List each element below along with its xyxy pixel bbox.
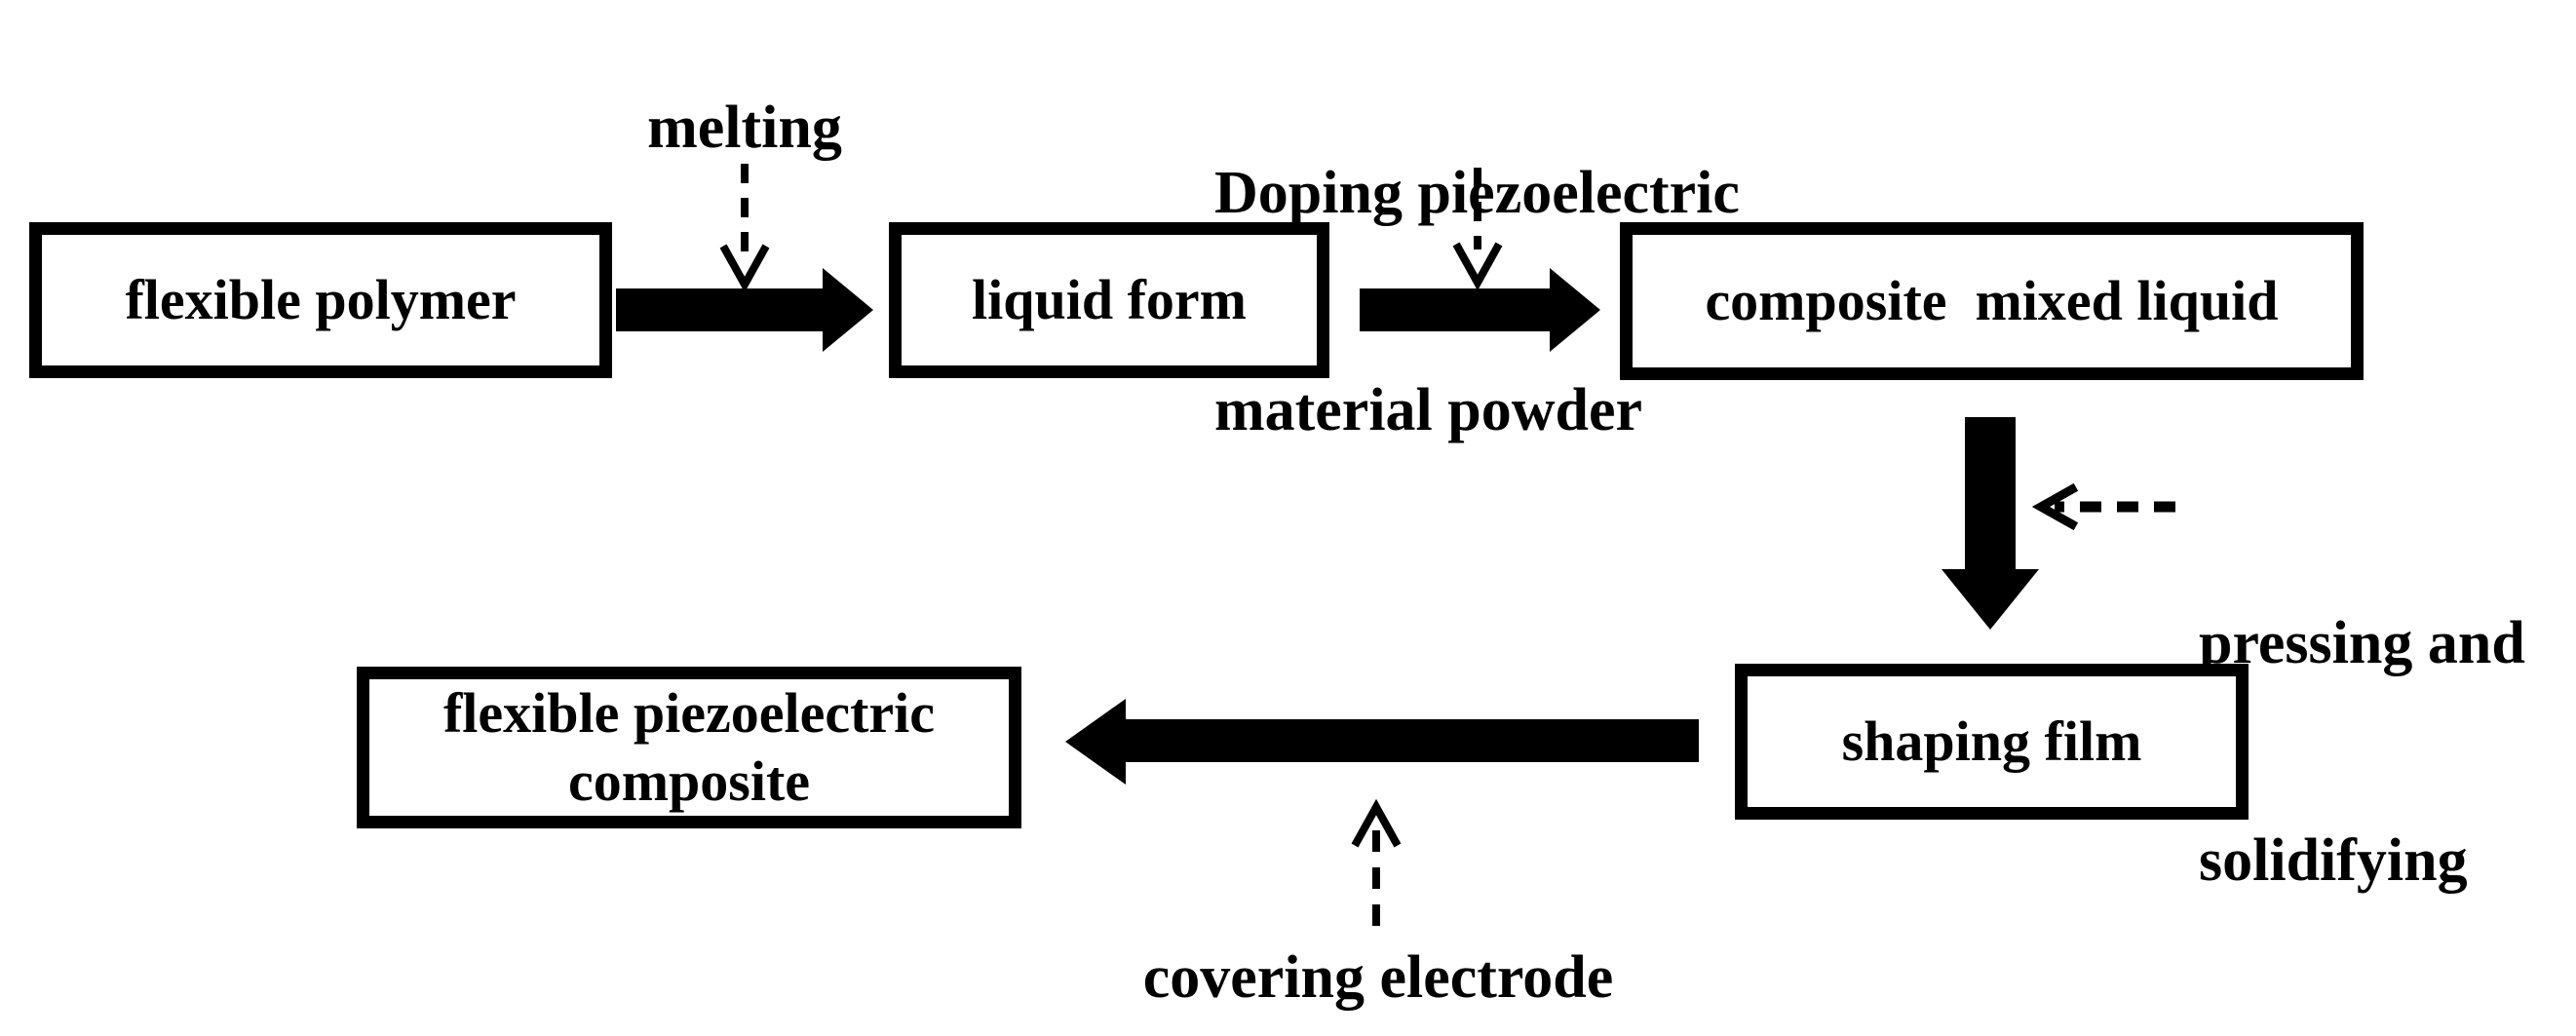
dashed-down-arrow-doping-icon [1452, 168, 1503, 290]
arrow-shaft [1126, 719, 1699, 762]
node-liquid-form: liquid form [889, 222, 1329, 378]
arrow-shaft [1360, 288, 1550, 331]
node-shaping-film: shaping film [1735, 664, 2249, 820]
arrow-shaft [1965, 417, 2016, 571]
arrow-head-left-icon [1065, 699, 1126, 785]
pressing-label: pressing and solidifying [2199, 462, 2525, 1036]
arrow-head-down-icon [1942, 569, 2039, 630]
arrow-shaft [616, 288, 823, 331]
dashed-down-arrow-melting-icon [719, 164, 770, 292]
covering-electrode-label: covering electrode [1142, 944, 1614, 1011]
doping-label: Doping piezoelectric material powder [1214, 12, 1740, 592]
dashed-up-arrow-covering-icon [1351, 798, 1402, 926]
node-flexible-polymer: flexible polymer [29, 222, 612, 378]
doping-label-line1: Doping piezoelectric [1214, 159, 1740, 226]
node-flexible-piezoelectric-composite: flexible piezoelectric composite [357, 667, 1021, 828]
arrow-head-right-icon [1550, 268, 1600, 352]
pressing-label-line2: solidifying [2199, 826, 2468, 894]
doping-label-line2: material powder [1214, 376, 1643, 443]
melting-label: melting [647, 95, 842, 161]
pressing-label-line1: pressing and [2199, 609, 2525, 676]
node-composite-mixed-liquid: composite mixed liquid [1620, 222, 2364, 380]
dashed-left-arrow-pressing-icon [2031, 483, 2175, 530]
arrow-head-right-icon [823, 268, 873, 352]
